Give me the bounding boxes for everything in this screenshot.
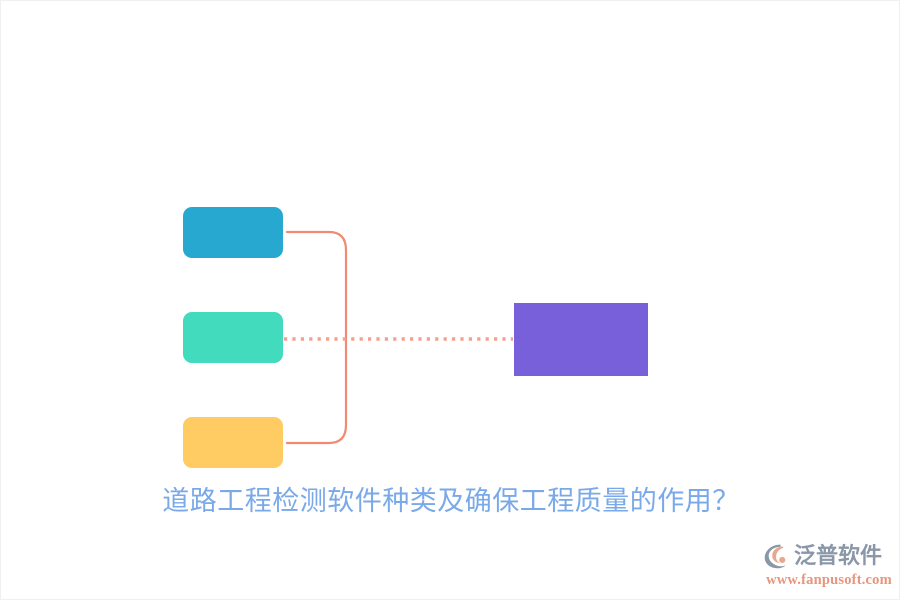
page-title: 道路工程检测软件种类及确保工程质量的作用？ — [162, 486, 740, 516]
purple-node[interactable] — [514, 303, 648, 376]
green-node[interactable] — [183, 312, 283, 363]
blue-node[interactable] — [183, 207, 283, 258]
brand-watermark: 泛普软件 www.fanpusoft.com — [763, 541, 895, 593]
yellow-node[interactable] — [183, 417, 283, 468]
brand-url: www.fanpusoft.com — [766, 572, 892, 588]
brand-row: 泛普软件 — [763, 541, 895, 571]
brand-name: 泛普软件 — [794, 543, 883, 568]
fanpu-logo-icon — [764, 544, 786, 569]
connector-blue-to-trunk — [285, 230, 348, 445]
